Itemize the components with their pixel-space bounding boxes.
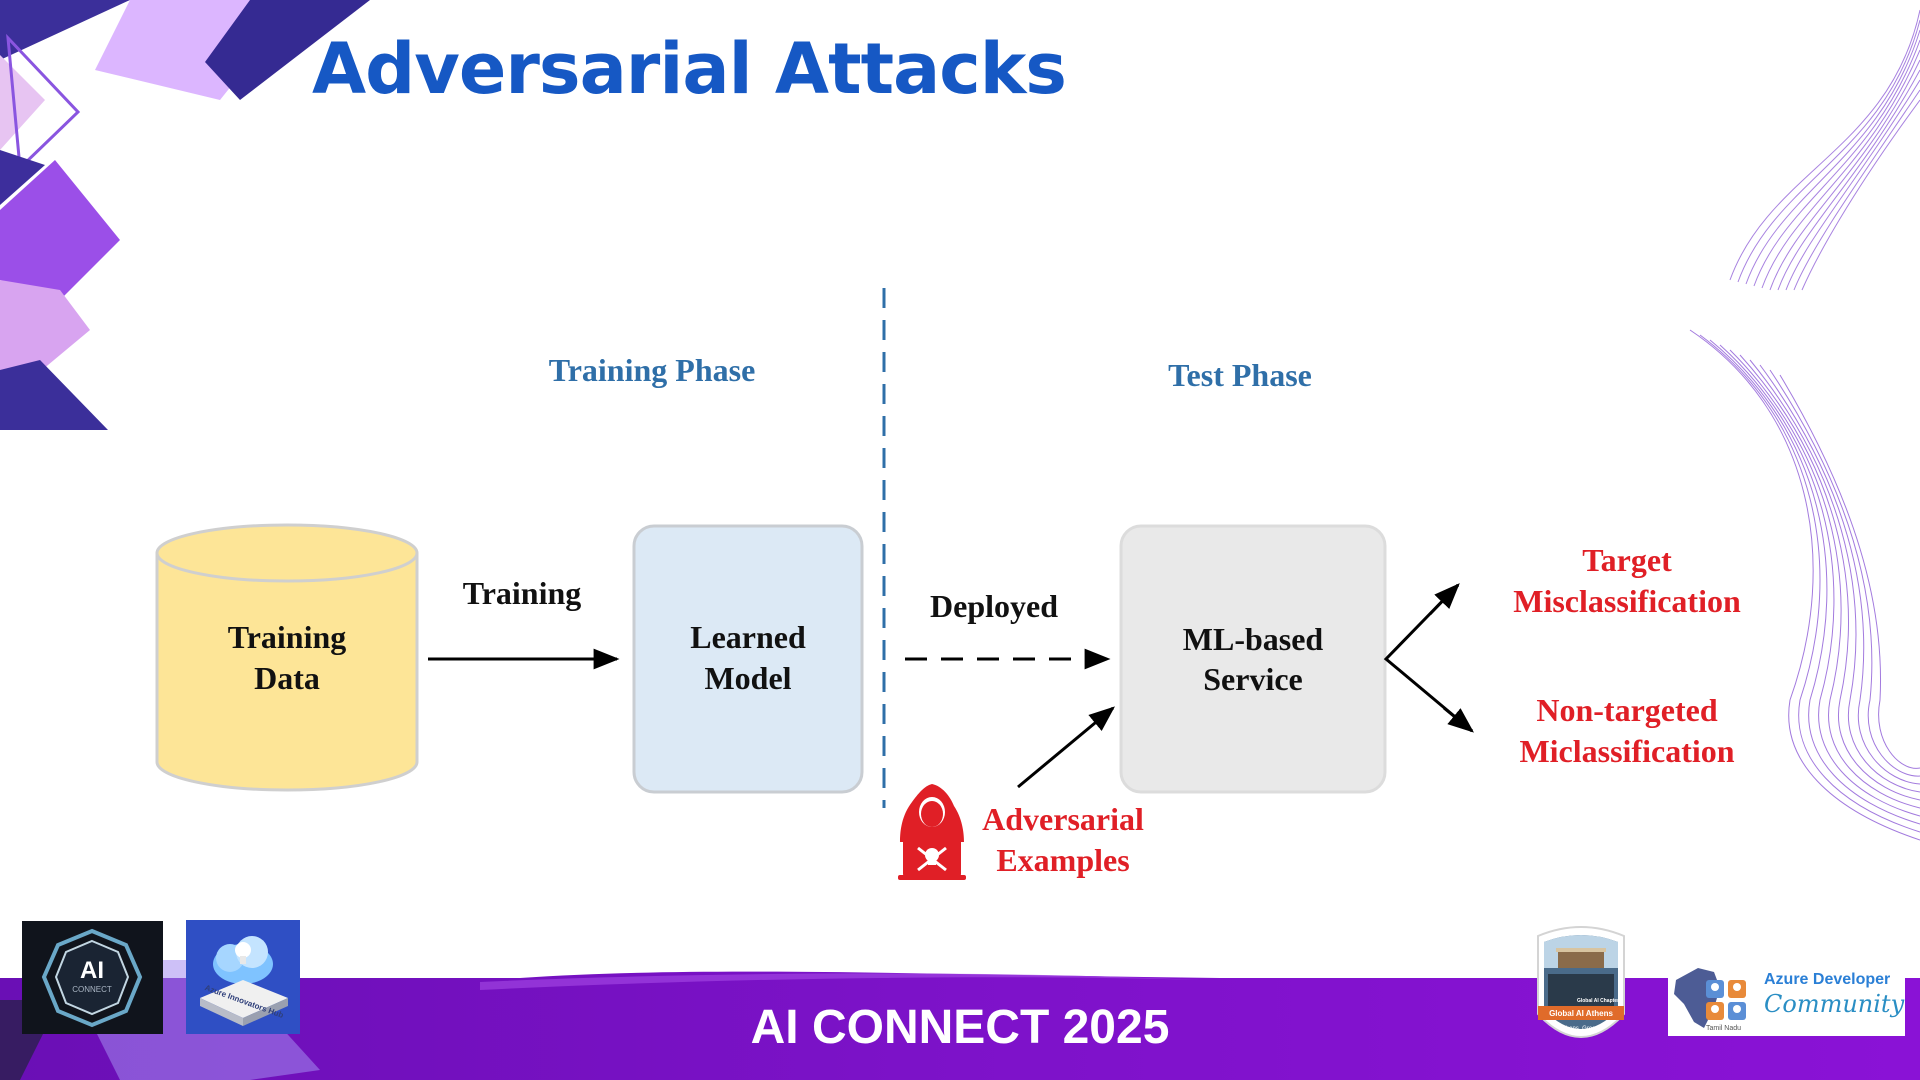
athens-logo-banner: Global AI Athens [1549,1009,1613,1018]
adversarial-arrow [1017,706,1115,789]
training-edge-label: Training [463,575,582,611]
wave-decoration [1689,9,1920,841]
ml-service-label-line1: ML-based [1183,621,1324,657]
target-outcome-line2: Misclassification [1513,583,1741,619]
azure-dev-logo-place: Tamil Nadu [1706,1025,1741,1032]
ml-service-label-line2: Service [1203,661,1303,697]
ai-connect-logo-sub: CONNECT [72,985,112,994]
nontargeted-outcome-line1: Non-targeted [1536,692,1717,728]
ai-connect-logo: AI CONNECT [22,921,163,1034]
training-data-label-line1: Training [228,619,347,655]
ai-connect-logo-main: AI [80,957,104,984]
training-phase-label: Training Phase [549,352,756,388]
slide-title: Adversarial Attacks [312,28,1067,110]
deployed-edge-label: Deployed [930,588,1058,624]
training-data-node: Training Data [155,523,419,792]
training-data-label-line2: Data [254,660,320,696]
learned-model-node: Learned Model [632,524,864,794]
footer-title: AI CONNECT 2025 [750,1001,1170,1054]
azure-innovators-hub-logo: Azure Innovators Hub [186,920,300,1034]
output-branch [1383,583,1473,733]
learned-model-label-line1: Learned [690,619,806,655]
azure-developer-community-logo: Tamil Nadu Azure Developer Community [1668,958,1905,1036]
azure-dev-logo-line2: Community [1764,990,1905,1018]
test-phase-label: Test Phase [1168,357,1312,393]
ml-service-node: ML-based Service [1119,524,1387,794]
athens-logo-chapter: Global AI Chapter [1577,998,1619,1004]
nontargeted-arrow [1443,706,1475,733]
target-outcome-line1: Target [1582,542,1672,578]
nontargeted-outcome-line2: Miclassification [1519,733,1734,769]
target-arrow [1428,583,1460,616]
adversarial-label-line2: Examples [996,842,1129,878]
adversarial-label-line1: Adversarial [982,801,1144,837]
learned-model-label-line2: Model [704,660,791,696]
athens-logo-location: Athens, Greece [1560,1026,1602,1032]
hacker-icon [898,784,966,880]
corner-decoration [0,0,370,430]
global-ai-athens-logo: Global AI Athens Global AI Chapter Athen… [1537,926,1625,1038]
azure-dev-logo-line1: Azure Developer [1764,971,1890,988]
